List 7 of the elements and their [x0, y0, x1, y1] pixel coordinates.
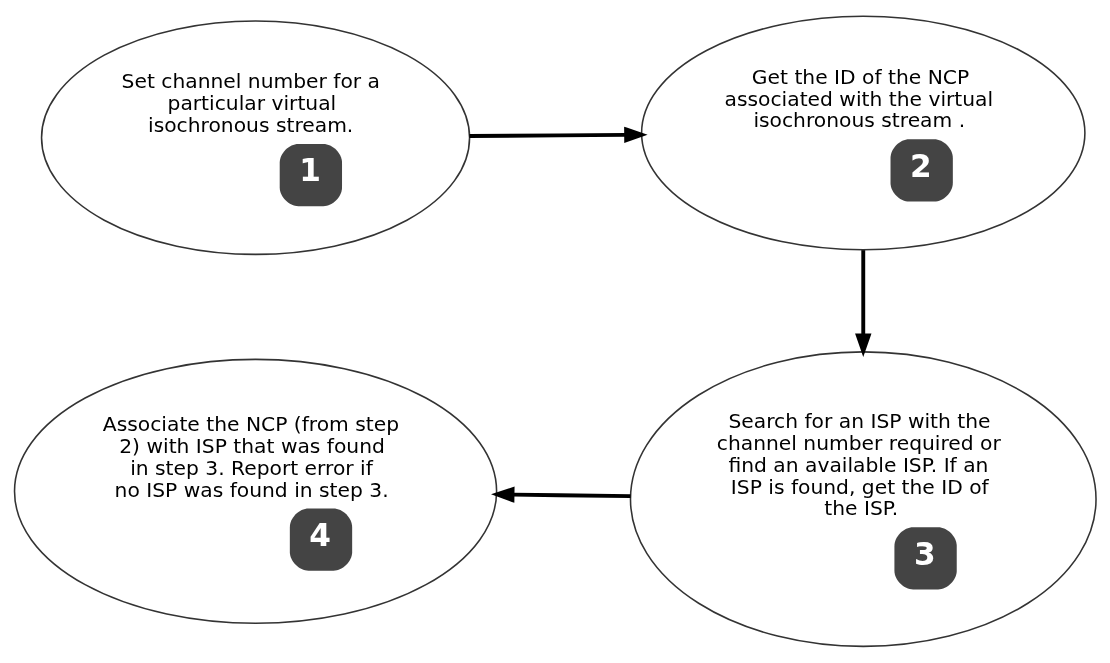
arrow [855, 250, 872, 357]
node-ellipse: Associate the NCP (from step 2) with ISP that was found in step 3. Report error if no ISP was found in step 3. 4 [13, 358, 498, 625]
arrow [469, 126, 648, 144]
arrow [491, 486, 631, 503]
node-ellipse: Get the ID of the NCP associated with the virtual isochronous stream . 2 [640, 15, 1086, 251]
node-ellipse: Set channel number for a particular virtual isochronous stream. 1 [40, 20, 471, 256]
node-ellipse: Search for an ISP with the channel number required or find an available ISP. If an ISP is found, get the ID of the ISP. 3 [629, 351, 1097, 648]
